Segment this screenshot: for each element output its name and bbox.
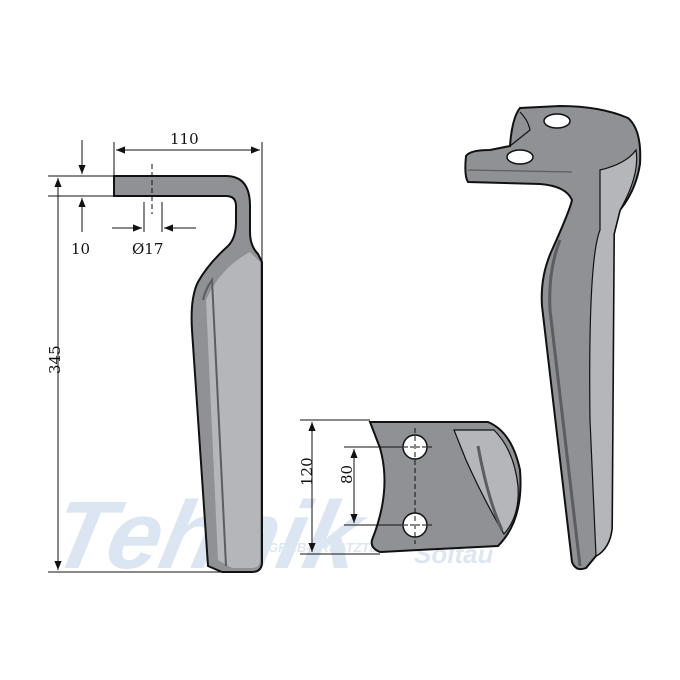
blade-perspective-face xyxy=(589,148,638,558)
blade-side-edge xyxy=(202,277,227,567)
blade-perspective-view xyxy=(464,104,642,571)
watermark-tagline: GRAB-ERSATZTEILE xyxy=(268,540,399,555)
hole-spacing-label: 80 xyxy=(338,465,356,484)
hole-diameter-label: Ø17 xyxy=(132,240,163,258)
blade-perspective-edge xyxy=(548,239,582,567)
height-label: 345 xyxy=(46,345,64,374)
thickness-label: 10 xyxy=(71,240,90,258)
perspective-hole-upper xyxy=(543,113,571,129)
mount-face-view xyxy=(368,421,522,554)
width-label: 110 xyxy=(170,130,199,148)
perspective-hole-lower xyxy=(506,149,534,165)
mount-height-label: 120 xyxy=(298,457,316,486)
blade-side-view xyxy=(113,164,263,573)
blade-side-face xyxy=(206,252,260,568)
dimension-lines: 110 345 10 Ø17 xyxy=(46,130,263,573)
mount-dimensions: 120 80 xyxy=(298,419,398,555)
